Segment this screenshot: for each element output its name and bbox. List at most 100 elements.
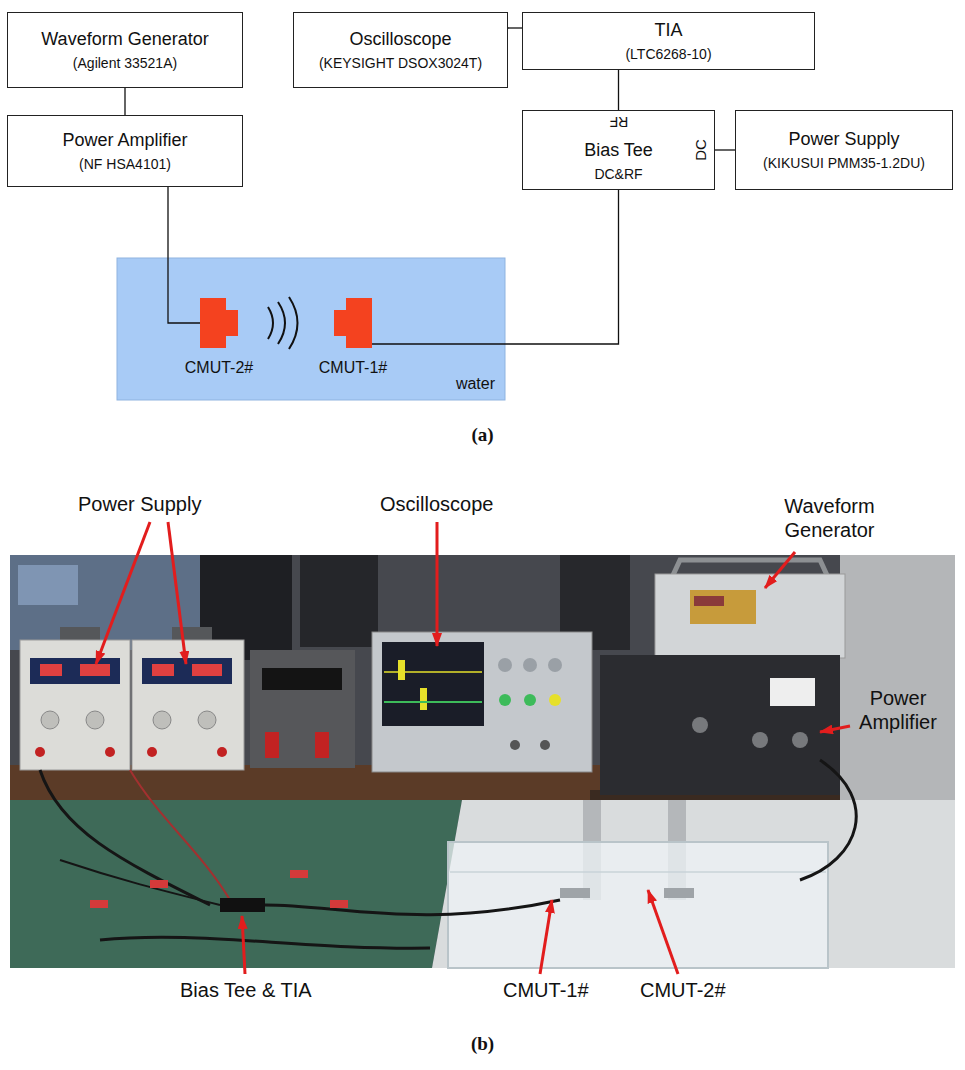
lab-photo-part [315,732,329,758]
lab-photo-part [192,664,222,676]
lab-photo-part [132,640,244,770]
water-fill [117,258,505,400]
lab-photo-part [770,678,815,706]
lab-photo-part [382,642,484,726]
lab-photo-part [60,627,100,641]
port-label: DC [692,139,710,161]
sound-waves [268,297,298,349]
leader-label: Power Supply [78,492,201,516]
lab-photo-part [600,655,840,795]
lab-photo-part [692,717,708,733]
box-title: Waveform Generator [41,28,208,50]
cmut-body [346,298,372,348]
leader-label: Power Amplifier [845,686,951,734]
leader-arrows-part [242,916,245,974]
lab-photo-part [690,590,756,624]
lab-photo-part [40,770,210,905]
leader-arrows-part [820,726,850,732]
leader-label: Oscilloscope [380,492,493,516]
lab-photo-part [498,658,512,672]
subfigure-label: (a) [0,423,965,447]
port-label: DC&RF [594,165,642,183]
lab-photo-part [664,888,694,898]
box-title: Oscilloscope [349,28,451,50]
lab-photo-part [250,650,355,768]
lab-photo-part [300,555,378,647]
leader-arrows-part [765,552,795,588]
lab-photo-part [524,694,536,706]
cmut-face [334,310,346,336]
lab-photo-part [655,574,845,658]
lab-photo-part [560,888,590,898]
water-tank: water CMUT-2# CMUT-1# [117,258,505,400]
box-title: Power Amplifier [62,129,187,151]
lab-photo-part [290,870,308,878]
model-number: (LTC6268-10) [625,45,711,63]
lab-photo-part [262,668,342,690]
connector-line [618,70,619,110]
lab-photo-part [20,640,130,770]
lab-photo-part [41,711,59,729]
lab-photo-part [384,701,482,703]
cmut-shape [200,298,238,348]
process-box: TIA (LTC6268-10) [522,12,815,70]
lab-photo-part [549,694,561,706]
leader-arrows-part [96,522,150,664]
sound-waves-part [278,302,285,344]
lab-photo-part [800,760,856,880]
lab-photo-part [198,711,216,729]
lab-photo-part [35,747,45,757]
leader-arrows-part [540,900,552,974]
port-label: RF [609,114,628,130]
lab-photo-part [217,747,227,757]
lab-photo-part [18,565,78,605]
region-label: water [456,374,495,394]
lab-photo-part [105,747,115,757]
process-box: Power Amplifier (NF HSA4101) [7,115,243,187]
cmut-symbol [334,298,372,348]
box-title: TIA [654,19,682,41]
lab-photo-part [330,900,348,908]
lab-photo-part [30,658,120,684]
lab-photo-part [86,711,104,729]
lab-photo-part [448,842,828,968]
lab-photo-part [152,664,174,676]
lab-photo-part [540,740,550,750]
leader-label: CMUT-1# [503,978,589,1002]
leader-arrows-part [648,890,678,974]
transducer-node: CMUT-1# [308,298,398,378]
lab-photo-part [840,555,955,800]
model-number: (KIKUSUI PMM35-1.2DU) [763,154,925,172]
lab-photo-part [523,658,537,672]
lab-photo-part [90,900,108,908]
leader-arrows-part [168,522,186,664]
lab-photo-part [372,632,592,772]
connector-line [168,187,200,323]
lab-photo-part [10,555,955,968]
cmut-shape [334,298,372,348]
lab-photo-part [450,871,826,873]
model-number: (KEYSIGHT DSOX3024T) [319,54,482,72]
leader-label: Waveform Generator [772,494,887,542]
leader-label: Bias Tee & TIA [180,978,312,1002]
lab-photo-part [10,555,200,650]
subfigure-label: (b) [0,1032,965,1056]
leader-arrows [96,522,850,974]
lab-photo-part [80,664,110,676]
transducer-label: CMUT-1# [319,358,387,378]
lab-photo-part [420,688,427,710]
box-title: Power Supply [788,128,899,150]
sound-waves-part [289,297,298,349]
lab-photo-part [792,732,808,748]
lab-photo-part [153,711,171,729]
transducer-node: CMUT-2# [174,298,264,378]
model-number: (NF HSA4101) [79,155,171,173]
lab-photo-part [510,740,520,750]
leader-arrows-part [436,522,439,646]
lab-photo-part [60,860,220,905]
lab-photo-part [130,770,230,900]
lab-photo-part [548,658,562,672]
lab-photo-part [220,898,265,912]
